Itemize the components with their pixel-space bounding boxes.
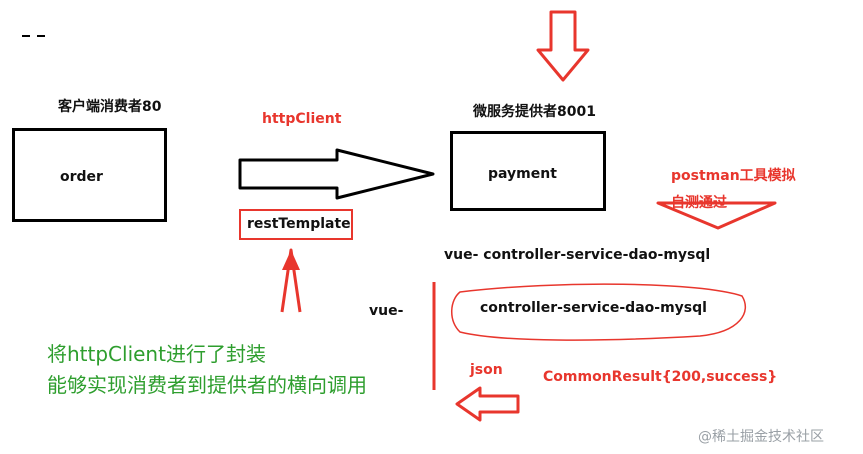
resttemplate-label: restTemplate xyxy=(247,216,351,232)
watermark: @稀土掘金技术社区 xyxy=(698,429,824,445)
chain-top-label: vue- controller-service-dao-mysql xyxy=(444,247,711,263)
note-line2: 能够实现消费者到提供者的横向调用 xyxy=(47,373,367,397)
httpclient-right-arrow xyxy=(238,148,435,200)
chain-oval xyxy=(451,283,747,341)
json-left-arrow xyxy=(455,386,520,422)
provider-title: 微服务提供者8001 xyxy=(473,104,596,120)
postman-line1: postman工具模拟 xyxy=(671,168,796,184)
postman-line2: 自测通过 xyxy=(671,195,727,211)
provider-box-label: payment xyxy=(488,166,557,182)
consumer-box: order xyxy=(12,128,167,222)
provider-box: payment xyxy=(450,131,606,211)
vue-prefix-label: vue- xyxy=(369,303,404,319)
resttemplate-box: restTemplate xyxy=(239,209,353,240)
resttemplate-up-arrow-head xyxy=(282,250,300,270)
json-label: json xyxy=(470,362,503,378)
postman-down-arrow xyxy=(656,201,777,230)
common-result-label: CommonResult{200,success} xyxy=(543,369,778,385)
note-line1: 将httpClient进行了封装 xyxy=(47,342,266,366)
consumer-title: 客户端消费者80 xyxy=(58,99,162,115)
chain-oval-label: controller-service-dao-mysql xyxy=(480,300,707,316)
top-red-down-arrow xyxy=(536,10,590,82)
httpclient-label: httpClient xyxy=(262,111,342,127)
consumer-box-label: order xyxy=(60,169,103,185)
